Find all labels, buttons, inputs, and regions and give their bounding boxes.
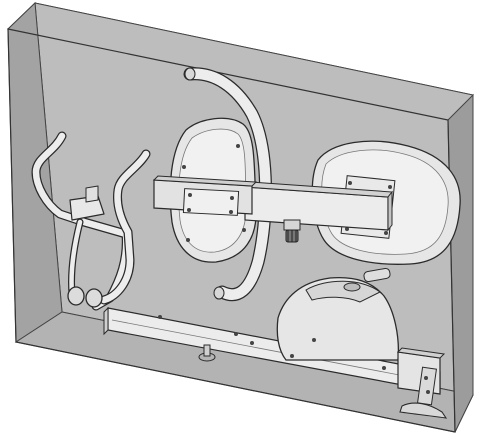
pedal-frame xyxy=(31,131,151,311)
curved-handlebar xyxy=(183,67,273,302)
roller-left xyxy=(67,286,85,306)
grip-end-top xyxy=(184,67,196,81)
housing-cap xyxy=(343,282,361,292)
rear-stabilizer xyxy=(396,347,448,419)
adjustment-knob xyxy=(283,219,301,243)
seat-support-rail xyxy=(152,175,393,243)
roller-right xyxy=(85,288,103,308)
grip-end-bottom xyxy=(213,286,225,300)
housing-handle-stub xyxy=(363,267,391,283)
box-front-outline xyxy=(7,28,456,433)
flywheel-housing xyxy=(276,267,400,361)
